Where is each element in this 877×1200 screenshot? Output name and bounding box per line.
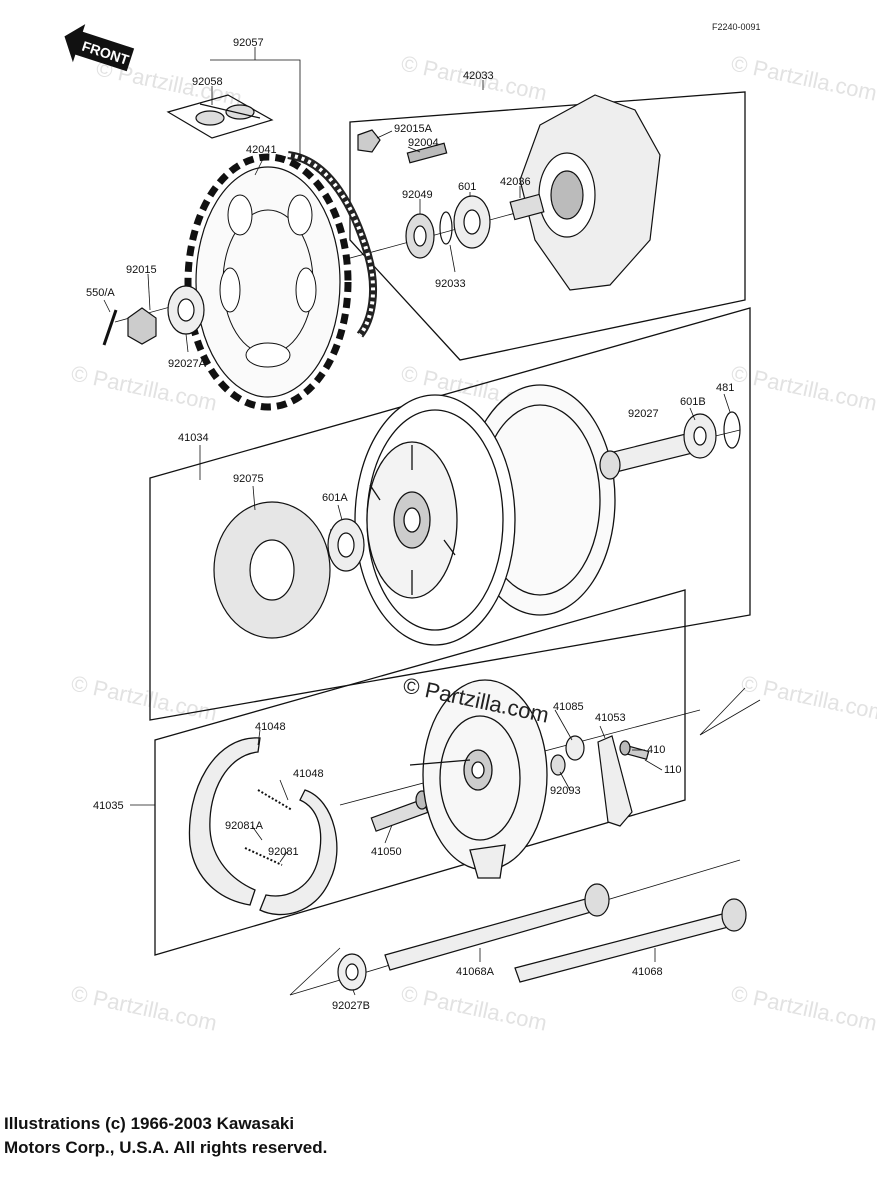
copyright-line-2: Motors Corp., U.S.A. All rights reserved… — [4, 1138, 328, 1157]
group-outlines — [149, 91, 751, 956]
part-label: 41068A — [456, 966, 495, 978]
front-arrow-icon — [64, 24, 135, 72]
wheel-group-outline — [149, 307, 751, 721]
watermark: © Partzilla.com — [729, 50, 877, 105]
nut-icon — [357, 129, 381, 153]
part-label: 41035 — [93, 800, 124, 812]
part-label: 92004 — [408, 137, 439, 149]
part-label: 92057 — [233, 37, 264, 49]
part-label: 92033 — [435, 278, 466, 290]
part-label: 41085 — [553, 701, 584, 713]
part-labels: 92057 92058 42033 92015A 92004 42041 920… — [86, 37, 734, 1012]
part-label: 481 — [716, 382, 734, 394]
brake-panel — [409, 679, 548, 879]
part-label: 41050 — [371, 846, 402, 858]
part-label: 92015 — [126, 264, 157, 276]
part-label: 42041 — [246, 144, 277, 156]
part-label: 110 — [664, 764, 682, 776]
part-label: 601 — [458, 181, 476, 193]
part-label: 410 — [647, 744, 665, 756]
rear-sprocket — [184, 153, 352, 411]
hub-group-outline — [349, 91, 746, 361]
hub-small-parts — [357, 129, 491, 259]
hub-damper — [213, 501, 331, 639]
brake-cam — [370, 790, 429, 832]
part-label: 92081 — [268, 846, 299, 858]
copyright-line-1: Illustrations (c) 1966-2003 Kawasaki — [4, 1114, 295, 1133]
part-label: 92015A — [394, 123, 433, 135]
part-label: 92093 — [550, 785, 581, 797]
coupling-hub — [509, 94, 661, 291]
part-label: 42036 — [500, 176, 531, 188]
circlip-icon — [439, 211, 453, 245]
rear-axles — [337, 883, 747, 991]
part-label: 92027B — [332, 1000, 370, 1012]
part-label: 550/A — [86, 287, 115, 299]
watermark: © Partzilla.com — [729, 980, 877, 1035]
watermark: © Partzilla.com — [399, 980, 549, 1035]
wheel-hub — [354, 384, 616, 646]
wheel-axle-parts — [599, 411, 741, 480]
part-label: 92027 — [628, 408, 659, 420]
brake-shoes — [188, 737, 338, 916]
part-label: 42033 — [463, 70, 494, 82]
bearing-601a — [327, 518, 365, 572]
part-label: 41048 — [255, 721, 286, 733]
part-label: 41034 — [178, 432, 209, 444]
watermark: © Partzilla.com — [739, 670, 877, 725]
leader-lines — [103, 47, 731, 996]
chain-link-kit — [166, 94, 274, 139]
part-label: 601B — [680, 396, 706, 408]
axle-nut-and-collar — [102, 285, 205, 346]
copyright-notice: Illustrations (c) 1966-2003 Kawasaki Mot… — [4, 1112, 327, 1160]
rear-wheel-exploded-diagram: © Partzilla.com © Partzilla.com © Partzi… — [64, 22, 877, 1036]
brake-group-outline — [154, 589, 686, 956]
part-label: 41048 — [293, 768, 324, 780]
watermark: © Partzilla.com — [729, 360, 877, 415]
brake-arm — [550, 735, 650, 827]
part-label: 92027A — [168, 358, 207, 370]
drive-chain — [287, 151, 377, 338]
part-label: 41053 — [595, 712, 626, 724]
stud-icon — [406, 142, 448, 164]
watermark: © Partzilla.com — [69, 980, 219, 1035]
part-label: 601A — [322, 492, 348, 504]
part-label: 92049 — [402, 189, 433, 201]
part-label: 41068 — [632, 966, 663, 978]
part-label: 92058 — [192, 76, 223, 88]
watermark: © Partzilla.com — [69, 670, 219, 725]
figure-reference-code: F2240-0091 — [712, 22, 761, 32]
part-label: 92075 — [233, 473, 264, 485]
part-label: 92081A — [225, 820, 264, 832]
